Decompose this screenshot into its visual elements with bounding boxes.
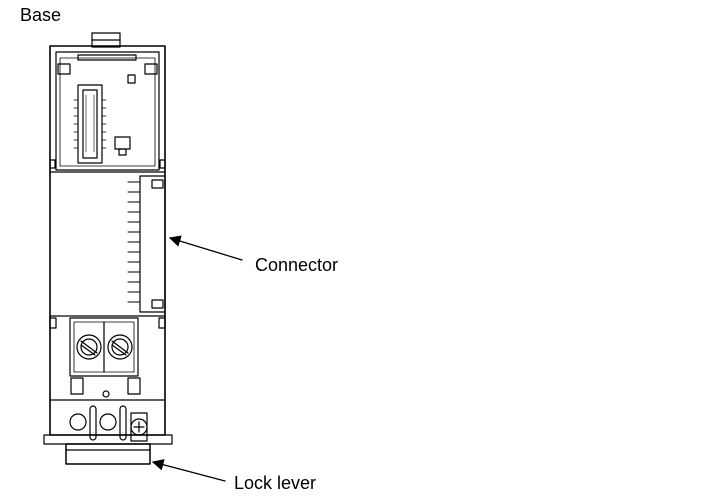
diagram-title: Base bbox=[20, 5, 62, 25]
side-connector bbox=[49, 171, 166, 317]
connector-callout-label: Connector bbox=[255, 255, 339, 275]
lock-lever-assembly bbox=[43, 399, 173, 465]
connector-callout-arrow bbox=[168, 235, 243, 261]
terminal-block bbox=[49, 317, 166, 398]
lock-lever-callout-label: Lock lever bbox=[234, 473, 317, 493]
terminal-screw-right bbox=[107, 334, 133, 360]
board-connector bbox=[73, 84, 131, 164]
lock-lever-callout-arrow bbox=[151, 459, 226, 482]
base-body bbox=[49, 32, 166, 436]
terminal-screw-left bbox=[76, 334, 102, 360]
